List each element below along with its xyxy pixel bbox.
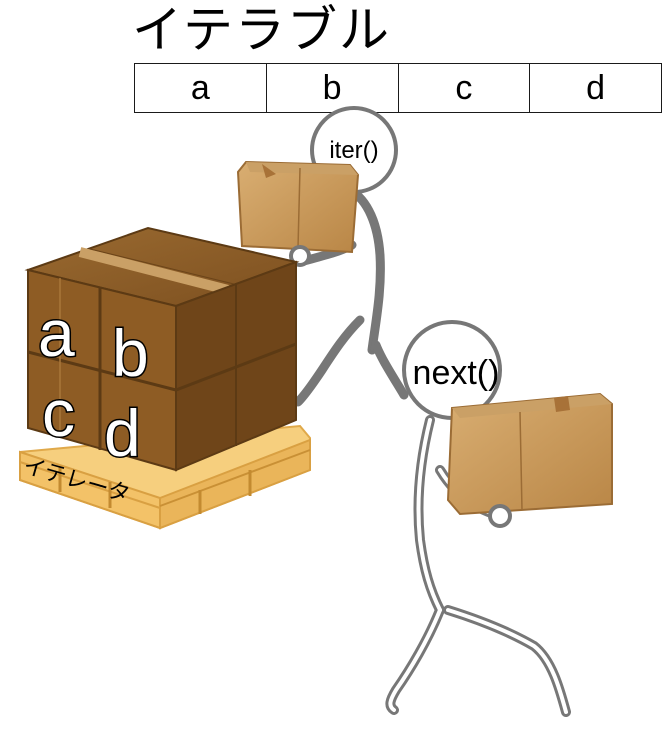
iterable-row: a b c d (134, 63, 662, 113)
person-top-head-label: iter() (329, 137, 378, 164)
carried-box-bottom (446, 392, 613, 516)
iterable-cell-d: d (586, 68, 606, 107)
box-letter-a: a (38, 296, 75, 370)
iterable-cell-c: c (399, 64, 531, 112)
pallet: イテレータ a b c d (19, 226, 311, 530)
person-top: iter() (236, 106, 409, 407)
iterable-cell-b: b (267, 64, 399, 112)
person-bottom: next() (385, 320, 613, 717)
box-letter-c: c (42, 376, 75, 450)
iterable-cell-a: a (135, 64, 267, 112)
iterable-title: イテラブル (132, 1, 391, 59)
carried-box-top (236, 160, 360, 254)
box-stack (24, 226, 300, 472)
box-letter-b: b (112, 316, 149, 390)
box-letter-d: d (104, 396, 141, 470)
person-bottom-head-label: next() (413, 354, 500, 392)
